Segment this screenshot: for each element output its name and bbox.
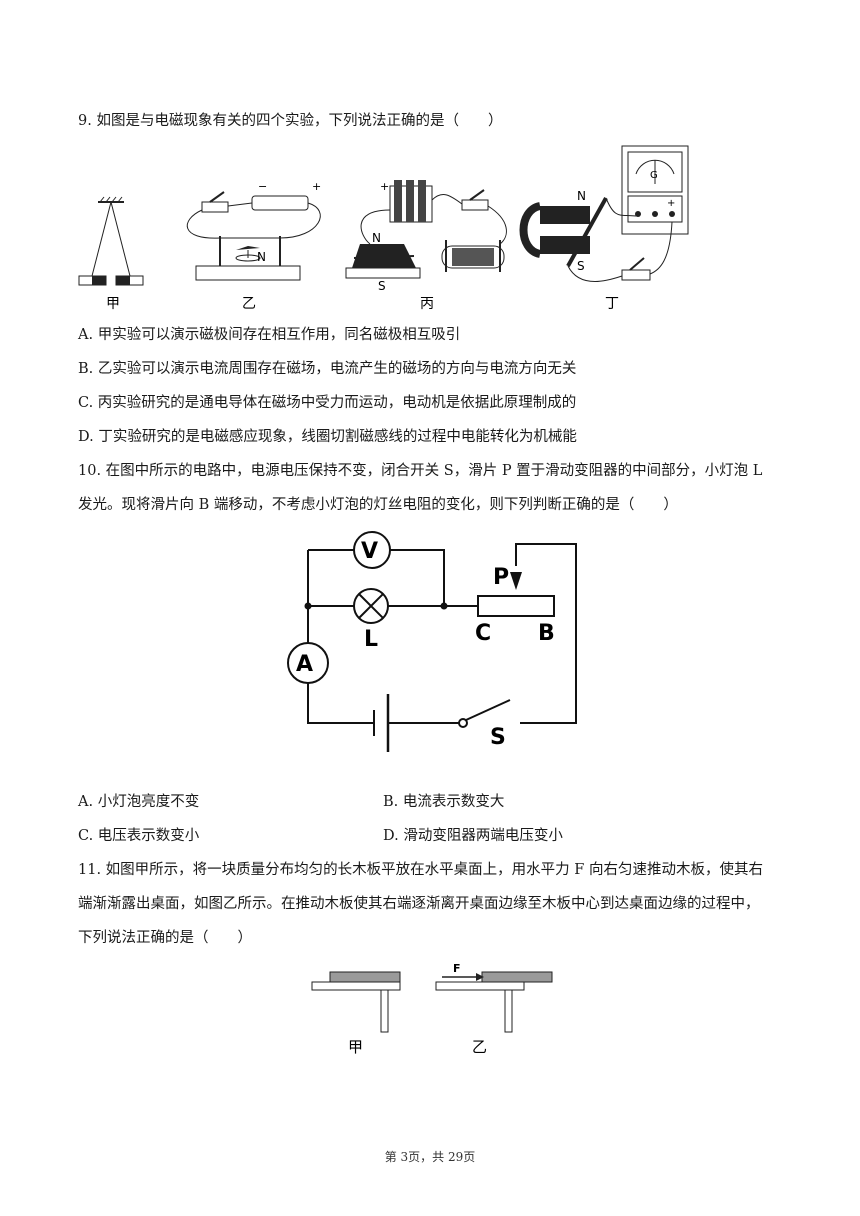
label-ding: 丁 <box>605 296 619 312</box>
q10-option-b: B. 电流表示数变大 <box>383 794 505 810</box>
q11-label-yi: 乙 <box>472 1038 487 1056</box>
q9-figure: 甲 N − + 乙 + <box>70 140 710 320</box>
voltmeter-label: V <box>361 539 378 564</box>
q9-option-d: D. 丁实验研究的是电磁感应现象，线圈切割磁感线的过程中电能转化为机械能 <box>78 429 577 445</box>
ammeter-label: A <box>296 652 313 677</box>
experiment-ding: G + N S 丁 <box>519 145 689 312</box>
q10-stem-line1: 10. 在图中所示的电路中，电源电压保持不变，闭合开关 S，滑片 P 置于滑动变… <box>78 463 763 479</box>
svg-text:N: N <box>372 231 381 245</box>
svg-text:+: + <box>380 180 389 193</box>
experiment-jia: 甲 <box>78 196 144 312</box>
experiment-bing: + N S 丙 <box>345 180 507 312</box>
q11-stem-line3: 下列说法正确的是（ ） <box>78 930 252 946</box>
label-yi: 乙 <box>242 296 256 312</box>
q10-option-d: D. 滑动变阻器两端电压变小 <box>383 828 563 844</box>
label-bing: 丙 <box>420 296 434 312</box>
q11-stem-line1: 11. 如图甲所示，将一块质量分布均匀的长木板平放在水平桌面上，用水平力 F 向… <box>78 862 763 878</box>
q11-label-jia: 甲 <box>348 1038 363 1056</box>
svg-text:S: S <box>577 259 585 273</box>
q11-figure: 甲 F 乙 <box>300 960 570 1060</box>
svg-text:N: N <box>257 250 266 264</box>
svg-text:−: − <box>258 180 267 193</box>
end-c-label: C <box>475 621 491 646</box>
svg-text:+: + <box>312 180 321 193</box>
svg-text:S: S <box>378 279 386 293</box>
svg-text:+: + <box>667 198 675 209</box>
q9-option-b: B. 乙实验可以演示电流周围存在磁场，电流产生的磁场的方向与电流方向无关 <box>78 361 577 377</box>
q9-experiments-svg: 甲 N − + 乙 + <box>78 145 689 312</box>
switch-label: S <box>490 725 506 750</box>
q10-circuit-svg: V A L P C B S <box>287 531 577 752</box>
lamp-label: L <box>364 627 378 652</box>
q11-stem-line2: 端渐渐露出桌面，如图乙所示。在推动木板使其右端逐渐离开桌面边缘至木板中心到达桌面… <box>78 896 760 912</box>
q10-option-a: A. 小灯泡亮度不变 <box>78 794 200 810</box>
svg-text:N: N <box>577 189 586 203</box>
slider-label: P <box>493 565 509 590</box>
svg-text:G: G <box>650 170 658 181</box>
q11-board-svg: 甲 F 乙 <box>311 962 553 1056</box>
q10-circuit: V A L P C B S <box>270 520 590 760</box>
q9-option-c: C. 丙实验研究的是通电导体在磁场中受力而运动，电动机是依据此原理制成的 <box>78 395 577 411</box>
q10-stem-line2: 发光。现将滑片向 B 端移动，不考虑小灯泡的灯丝电阻的变化，则下列判断正确的是（… <box>78 497 678 513</box>
experiment-yi: N − + 乙 <box>186 180 321 312</box>
q9-stem: 9. 如图是与电磁现象有关的四个实验，下列说法正确的是（ ） <box>78 113 503 129</box>
q9-option-a: A. 甲实验可以演示磁极间存在相互作用，同名磁极相互吸引 <box>78 327 461 343</box>
end-b-label: B <box>538 621 555 646</box>
q10-option-c: C. 电压表示数变小 <box>78 828 200 844</box>
label-jia: 甲 <box>106 296 120 312</box>
page-footer: 第 3页，共 29页 <box>384 1150 476 1164</box>
force-label: F <box>453 962 461 975</box>
